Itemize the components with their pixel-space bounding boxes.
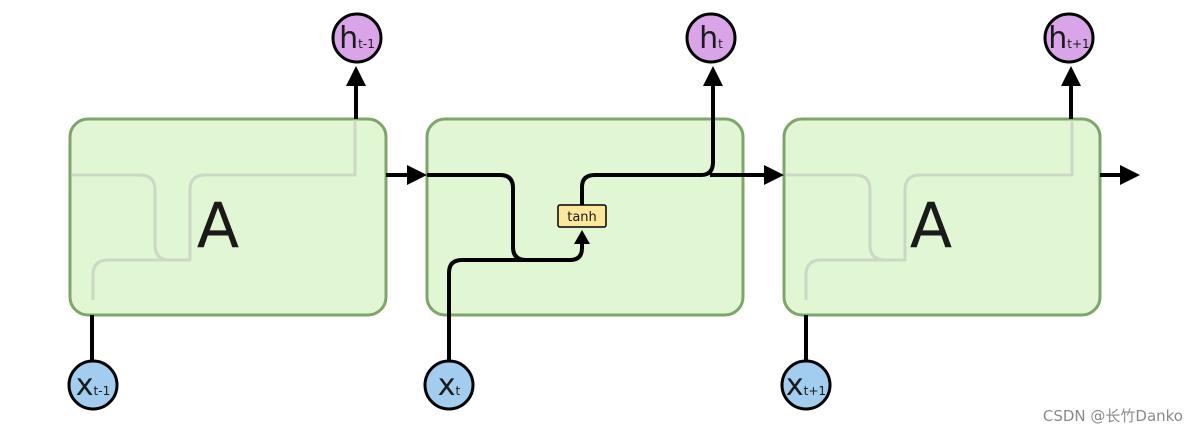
- output-node-sub-1: t-1: [358, 37, 375, 51]
- input-node-main-3: x: [786, 368, 804, 403]
- recurrent-connections: [386, 165, 1140, 185]
- output-node-circle-2: [685, 12, 737, 64]
- input-node-main-1: x: [76, 368, 94, 403]
- output-node-circle-1: [331, 12, 383, 64]
- input-node-circle-3: [780, 359, 832, 411]
- input-node-circle-2: [423, 359, 475, 411]
- cell-box-1: [68, 117, 388, 317]
- input-node-main-2: x: [438, 368, 456, 403]
- watermark: CSDN @长竹Danko: [1043, 407, 1183, 425]
- h-output-arrow-3: [1061, 66, 1081, 86]
- cell-1-ghost-path-bottom: [91, 120, 357, 300]
- tanh-box: [557, 204, 607, 228]
- output-node-main-2: h: [699, 21, 718, 56]
- input-node-1: xt-1: [67, 359, 119, 411]
- recurrent-arrow-1-2: [407, 165, 427, 185]
- output-node-2: ht: [685, 12, 737, 64]
- input-node-circle-1: [67, 359, 119, 411]
- cell-label-1: A: [197, 189, 239, 262]
- recurrent-arrow-2-3: [764, 165, 784, 185]
- input-node-sub-3: t+1: [804, 384, 826, 398]
- input-node-text-3: xt+1: [786, 368, 826, 403]
- tanh-label: tanh: [567, 210, 597, 225]
- x-input-wire: [447, 258, 526, 362]
- output-node-text-1: ht-1: [339, 21, 375, 56]
- tanh-output-wire: [580, 82, 715, 205]
- output-node-circle-3: [1043, 12, 1095, 64]
- h-output-arrow-2: [703, 66, 723, 86]
- input-node-3: xt+1: [780, 359, 832, 411]
- cell-2-internal-flow: [427, 66, 723, 362]
- input-node-2: xt: [423, 359, 475, 411]
- rnn-cell-3: A: [782, 117, 1102, 317]
- input-node-sub-1: t-1: [94, 384, 111, 398]
- output-node-text-2: ht: [699, 21, 723, 56]
- input-node-text-1: xt-1: [76, 368, 110, 403]
- input-node-text-2: xt: [438, 368, 461, 403]
- rnn-cell-1: A: [68, 117, 388, 317]
- tanh-activation: tanh: [557, 204, 607, 228]
- cell-label-3: A: [910, 189, 952, 262]
- output-node-text-3: ht+1: [1048, 21, 1089, 56]
- output-node-sub-3: t+1: [1067, 37, 1089, 51]
- tanh-input-arrow: [574, 230, 590, 244]
- output-node-main-3: h: [1048, 21, 1067, 56]
- output-node-3: ht+1: [1043, 12, 1095, 64]
- recurrent-arrow-3-out: [1120, 165, 1140, 185]
- output-node-sub-2: t: [718, 37, 723, 51]
- cell-3-ghost-path-bottom: [804, 120, 1074, 300]
- output-node-main-1: h: [339, 21, 358, 56]
- h-output-arrow-1: [346, 66, 366, 86]
- cell-box-3: [782, 117, 1102, 317]
- hidden-input-wire: [427, 173, 584, 262]
- output-node-1: ht-1: [331, 12, 383, 64]
- input-node-sub-2: t: [456, 384, 461, 398]
